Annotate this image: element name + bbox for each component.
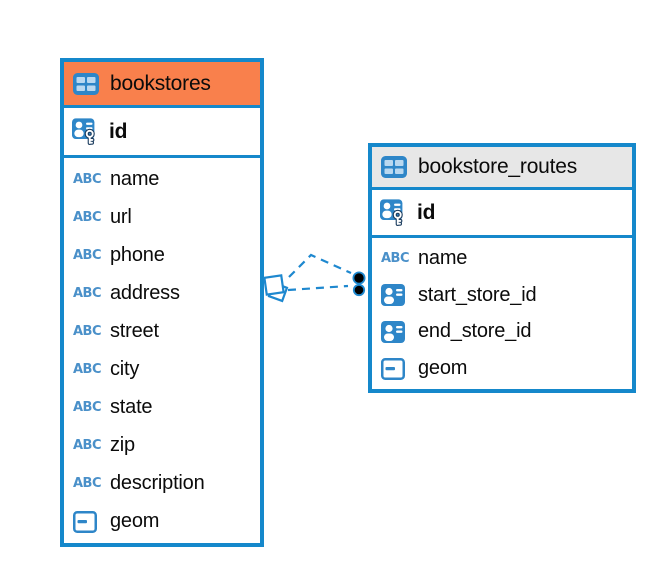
foreign-key-person-icon (381, 284, 405, 306)
geometry-type-icon (381, 358, 405, 380)
column-row-street[interactable]: ABC street (64, 312, 260, 350)
geometry-type-icon (381, 358, 409, 380)
column-row-end-store-id[interactable]: end_store_id (372, 314, 632, 351)
column-label: phone (110, 243, 165, 266)
column-row-url[interactable]: ABC url (64, 198, 260, 236)
geometry-type-icon (73, 511, 101, 533)
column-list: ABC name ABC url ABC phone ABC address A… (64, 158, 260, 543)
text-type-icon: ABC (73, 400, 102, 416)
text-type-icon: ABC (73, 171, 102, 187)
column-row-state[interactable]: ABC state (64, 389, 260, 427)
table-icon (381, 156, 407, 178)
column-label: name (110, 167, 160, 190)
table-bookstores[interactable]: bookstores id ABC name ABC url ABC phone… (60, 58, 264, 547)
primary-key-icon (72, 117, 100, 146)
text-type-icon: ABC (73, 323, 102, 339)
primary-key-icon (380, 198, 408, 227)
table-icon (73, 73, 101, 95)
column-row-start-store-id[interactable]: start_store_id (372, 277, 632, 314)
column-label: end_store_id (418, 320, 532, 343)
text-type-icon: ABC (73, 285, 102, 301)
column-row-geom[interactable]: geom (372, 350, 632, 387)
column-row-city[interactable]: ABC city (64, 350, 260, 388)
column-label: geom (418, 357, 468, 380)
text-type-icon: ABC (73, 285, 102, 301)
text-type-icon: ABC (381, 250, 410, 266)
column-row-name[interactable]: ABC name (64, 160, 260, 198)
column-label: start_store_id (418, 283, 537, 306)
column-label: street (110, 319, 159, 342)
column-row-address[interactable]: ABC address (64, 274, 260, 312)
text-type-icon: ABC (73, 209, 102, 225)
text-type-icon: ABC (73, 171, 102, 187)
text-type-icon: ABC (73, 362, 102, 378)
column-label: geom (110, 510, 160, 533)
table-icon (381, 156, 409, 178)
column-row-zip[interactable]: ABC zip (64, 427, 260, 465)
table-icon (73, 73, 99, 95)
column-row-description[interactable]: ABC description (64, 465, 260, 503)
text-type-icon: ABC (73, 400, 102, 416)
text-type-icon: ABC (73, 247, 102, 263)
column-label: address (110, 281, 180, 304)
text-type-icon: ABC (73, 438, 102, 454)
table-bookstore-routes-header[interactable]: bookstore_routes (372, 147, 632, 190)
table-bookstores-header[interactable]: bookstores (64, 62, 260, 108)
column-row-geom[interactable]: geom (64, 503, 260, 541)
column-row-phone[interactable]: ABC phone (64, 236, 260, 274)
primary-key-icon (72, 117, 100, 146)
column-label: zip (110, 434, 135, 457)
text-type-icon: ABC (73, 323, 102, 339)
text-type-icon: ABC (73, 362, 102, 378)
column-row-name[interactable]: ABC name (372, 240, 632, 277)
text-type-icon: ABC (73, 476, 102, 492)
column-label: id (417, 200, 436, 224)
column-list: ABC name start_store_id end_store_id geo… (372, 238, 632, 389)
text-type-icon: ABC (73, 247, 102, 263)
column-row-id[interactable]: id (372, 190, 632, 238)
relationship-dot-markers[interactable] (352, 271, 366, 297)
column-label: name (418, 246, 468, 269)
geometry-type-icon (73, 511, 97, 533)
text-type-icon: ABC (73, 209, 102, 225)
column-label: description (110, 472, 205, 495)
column-label: city (110, 358, 140, 381)
relationship-line-start-store[interactable] (288, 253, 352, 278)
text-type-icon: ABC (381, 250, 410, 266)
column-row-id[interactable]: id (64, 108, 260, 158)
foreign-key-person-icon (381, 321, 405, 343)
table-bookstore-routes[interactable]: bookstore_routes id ABC name start_store… (368, 143, 636, 393)
foreign-key-person-icon (381, 284, 409, 306)
foreign-key-person-icon (381, 321, 409, 343)
text-type-icon: ABC (73, 438, 102, 454)
relationship-diamond-marker[interactable] (263, 274, 289, 303)
column-label: state (110, 396, 153, 419)
column-label: id (109, 119, 128, 143)
relationship-line-end-store[interactable] (287, 284, 349, 292)
table-title: bookstore_routes (418, 155, 578, 178)
table-title: bookstores (110, 71, 211, 95)
column-label: url (110, 205, 132, 228)
text-type-icon: ABC (73, 476, 102, 492)
primary-key-icon (380, 198, 408, 227)
